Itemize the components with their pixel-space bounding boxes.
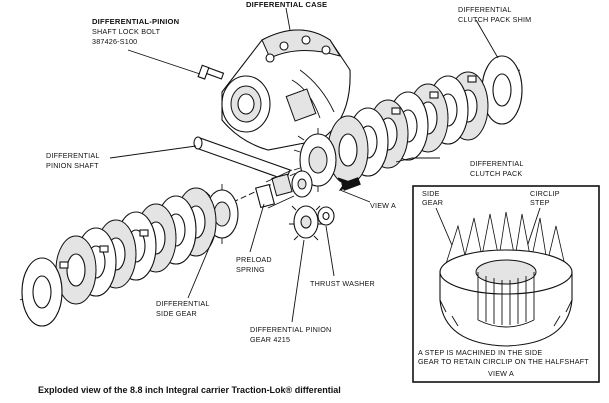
inset-title: VIEW A	[488, 369, 514, 378]
label-preload-spring-line2: SPRING	[236, 265, 265, 274]
view-a-inset: SIDE GEAR CIRCLIP STEP A STEP IS MACHINE…	[412, 185, 600, 383]
label-lock-bolt-part-number: 387426-S100	[92, 37, 137, 46]
left-clutch-pack	[21, 187, 217, 327]
figure-caption: Exploded view of the 8.8 inch Integral c…	[38, 385, 341, 395]
thrust-washer	[317, 206, 335, 226]
differential-pinion-shaft	[193, 136, 291, 181]
label-clutch-pack-shim-line2: CLUTCH PACK SHIM	[458, 15, 531, 24]
leader-lines	[109, 7, 499, 323]
label-differential-case: DIFFERENTIAL CASE	[246, 0, 327, 9]
label-view-a-pointer: VIEW A	[370, 201, 396, 210]
label-thrust-washer: THRUST WASHER	[310, 279, 375, 288]
inset-label-side-gear-line2: GEAR	[422, 198, 443, 207]
inset-label-side-gear-line1: SIDE	[422, 189, 440, 198]
label-pinion-shaft-line2: PINION SHAFT	[46, 161, 99, 170]
label-clutch-pack-line2: CLUTCH PACK	[470, 169, 522, 178]
inset-note-line1: A STEP IS MACHINED IN THE SIDE	[418, 348, 542, 357]
label-pinion-gear-line2: GEAR 4215	[250, 335, 290, 344]
inset-note-line2: GEAR TO RETAIN CIRCLIP ON THE HALFSHAFT	[418, 357, 589, 366]
label-preload-spring-line1: PRELOAD	[236, 255, 272, 264]
label-clutch-pack-shim-line1: DIFFERENTIAL	[458, 5, 512, 14]
differential-pinion-gear	[289, 205, 323, 241]
differential-case	[221, 29, 351, 151]
right-clutch-pack	[327, 55, 523, 185]
inset-label-circlip-line2: STEP	[530, 198, 550, 207]
inset-side-gear	[439, 211, 573, 347]
pinion-shaft-lock-bolt	[197, 64, 225, 80]
label-pinion-gear-line1: DIFFERENTIAL PINION	[250, 325, 331, 334]
label-clutch-pack-line1: DIFFERENTIAL	[470, 159, 524, 168]
differential-pinion-gear-upper	[291, 170, 313, 198]
label-side-gear-line1: DIFFERENTIAL	[156, 299, 210, 308]
label-lock-bolt-line2: SHAFT LOCK BOLT	[92, 27, 161, 36]
view-a-arrow	[337, 177, 361, 192]
inset-label-circlip-line1: CIRCLIP	[530, 189, 560, 198]
label-lock-bolt-line1: DIFFERENTIAL-PINION	[92, 17, 179, 26]
right-side-gear	[293, 128, 337, 192]
preload-spring	[254, 169, 295, 209]
label-side-gear-line2: SIDE GEAR	[156, 309, 197, 318]
label-pinion-shaft-line1: DIFFERENTIAL	[46, 151, 100, 160]
